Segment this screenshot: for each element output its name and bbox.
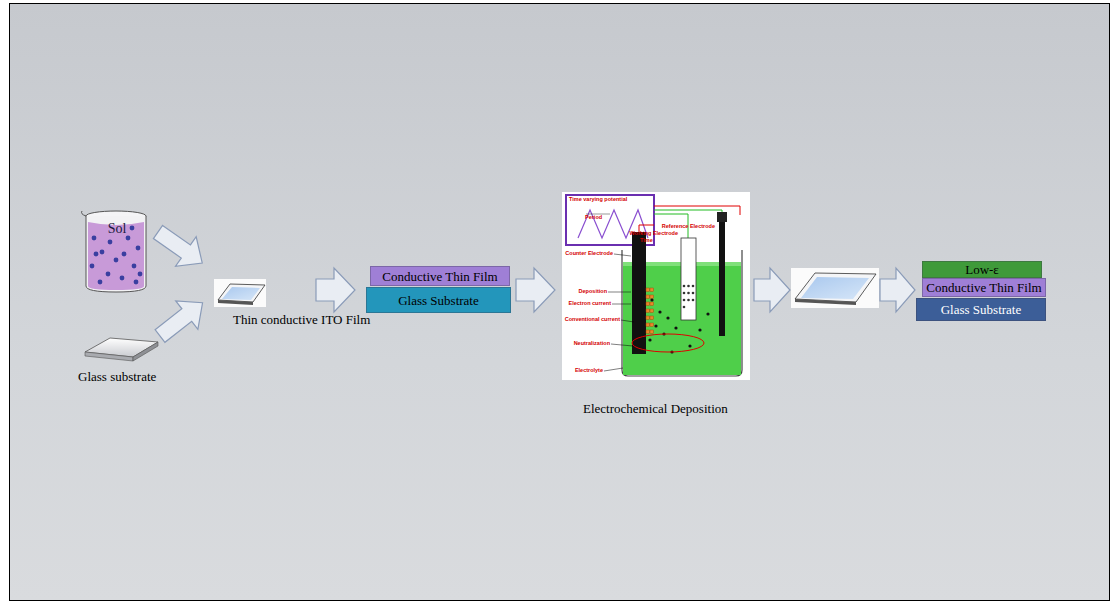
node-text: Glass Substrate <box>398 294 479 307</box>
step-label: Electrochemical Deposition <box>583 401 728 417</box>
substrate-layer: Glass Substrate <box>916 298 1046 321</box>
process-label: Deposition <box>579 289 607 295</box>
panel-label: Period <box>585 215 602 221</box>
film-layer: Conductive Thin Film <box>922 278 1046 297</box>
sol-beaker: Sol <box>78 208 156 294</box>
electrochemical-cell <box>562 192 750 380</box>
panel-label: Time varying potential <box>569 197 627 203</box>
electrode-label: Reference Electrode <box>662 224 715 230</box>
node-text: Sol <box>108 222 127 236</box>
beaker-outline <box>78 208 156 294</box>
coated-slide <box>791 268 879 308</box>
panel-label: Time <box>640 238 653 244</box>
process-label: Neutralization <box>574 341 610 347</box>
step-label: Thin conductive ITO Film <box>233 312 370 328</box>
electrode-label: Working Electrode <box>630 231 679 237</box>
process-arrow <box>148 217 915 350</box>
low-e-layer: Low-ε <box>922 261 1042 278</box>
node-text: Glass Substrate <box>941 303 1022 316</box>
process-label: Electron current <box>569 301 611 307</box>
electrode-label: Counter Electrode <box>565 251 613 257</box>
substrate-layer: Glass Substrate <box>366 287 511 313</box>
node-text: Conductive Thin Film <box>926 281 1041 294</box>
node-text: Low-ε <box>965 263 999 276</box>
step-label: Glass substrate <box>78 369 156 385</box>
process-label: Electrolyte <box>575 368 603 374</box>
node-text: Conductive Thin Film <box>382 270 497 283</box>
ito-slide <box>214 279 266 307</box>
glass-substrate-slab <box>85 338 158 361</box>
process-label: Conventional current <box>565 317 620 323</box>
film-layer: Conductive Thin Film <box>370 266 510 286</box>
